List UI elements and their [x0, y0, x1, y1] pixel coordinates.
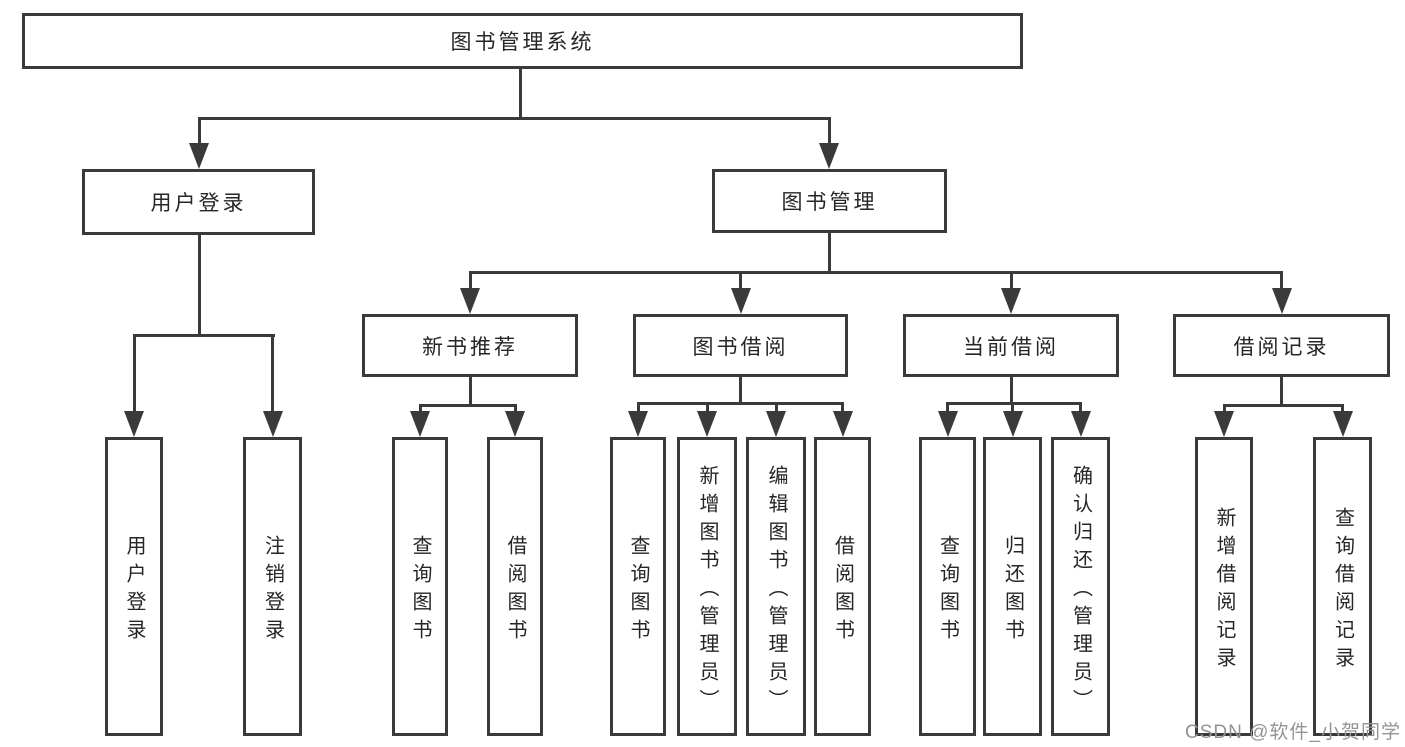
node-new-book-recommend: 新书推荐 [362, 314, 578, 377]
connector-hline [636, 401, 844, 405]
leaf-label: 用户登录 [123, 534, 145, 647]
node-label: 新书推荐 [422, 335, 518, 359]
leaf-label: 查询图书 [409, 534, 431, 647]
arrow-down-icon [766, 411, 786, 437]
connector-vline [841, 402, 844, 413]
node-book-management: 图书管理 [712, 169, 947, 233]
connector-vline [513, 405, 517, 413]
node-current-borrowing: 当前借阅 [903, 314, 1119, 377]
node-label: 借阅记录 [1233, 335, 1330, 359]
arrow-down-icon [1070, 411, 1091, 437]
leaf-borrow-books: 借阅图书 [814, 437, 871, 736]
node-label: 图书管理系统 [450, 31, 595, 54]
leaf-borrow-books-recommend: 借阅图书 [487, 437, 543, 736]
leaf-edit-book-admin: 编辑图书（管理员） [746, 437, 806, 736]
node-library-system: 图书管理系统 [22, 13, 1023, 69]
connector-vline [271, 334, 274, 413]
connector-vline [827, 117, 831, 146]
arrow-down-icon [1001, 288, 1021, 314]
node-label: 当前借阅 [963, 335, 1059, 359]
leaf-query-borrow-record: 查询借阅记录 [1313, 437, 1372, 736]
connector-hline [197, 116, 831, 120]
leaf-label: 查询图书 [936, 534, 959, 647]
connector-vline [739, 376, 742, 404]
connector-vline [636, 402, 640, 413]
node-label: 图书管理 [781, 191, 878, 214]
leaf-add-borrow-record: 新增借阅记录 [1195, 437, 1253, 736]
arrow-down-icon [937, 411, 958, 437]
arrow-down-icon [832, 411, 853, 437]
connector-vline [1280, 376, 1283, 406]
connector-vline [1009, 376, 1013, 404]
leaf-user-login: 用户登录 [105, 437, 163, 736]
arrow-down-icon [124, 411, 144, 437]
arrow-down-icon [1332, 411, 1353, 437]
leaf-label: 查询图书 [627, 534, 649, 647]
leaf-label: 新增图书（管理员） [696, 464, 718, 717]
leaf-query-books-current: 查询图书 [919, 437, 976, 736]
connector-hline [946, 401, 1082, 405]
connector-vline [1280, 271, 1283, 290]
connector-vline [1341, 405, 1344, 413]
connector-hline [468, 270, 1283, 274]
leaf-label: 编辑图书（管理员） [765, 464, 787, 717]
node-book-borrowing: 图书借阅 [633, 314, 848, 377]
arrow-down-icon [1214, 411, 1234, 437]
leaf-return-books: 归还图书 [983, 437, 1042, 736]
connector-vline [774, 402, 778, 413]
leaf-label: 查询借阅记录 [1331, 506, 1354, 675]
arrow-down-icon [189, 143, 209, 169]
arrow-down-icon [262, 411, 283, 437]
arrow-down-icon [697, 411, 717, 437]
connector-vline [946, 402, 949, 413]
arrow-down-icon [628, 411, 648, 437]
leaf-logout: 注销登录 [243, 437, 302, 736]
connector-hline [132, 333, 275, 337]
leaf-label: 确认归还（管理员） [1069, 464, 1092, 717]
leaf-label: 借阅图书 [504, 534, 526, 647]
connector-vline [1079, 402, 1082, 413]
connector-vline [518, 69, 522, 119]
connector-vline [1222, 405, 1226, 413]
connector-vline [468, 271, 472, 290]
csdn-watermark: CSDN @软件_小贺同学 [1185, 722, 1401, 743]
leaf-query-books-recommend: 查询图书 [392, 437, 448, 736]
leaf-confirm-return-admin: 确认归还（管理员） [1051, 437, 1110, 736]
leaf-label: 注销登录 [261, 534, 284, 647]
leaf-add-book-admin: 新增图书（管理员） [677, 437, 737, 736]
arrow-down-icon [1002, 411, 1023, 437]
arrow-down-icon [505, 411, 525, 437]
connector-vline [705, 402, 709, 413]
arrow-down-icon [819, 143, 839, 169]
arrow-down-icon [730, 288, 751, 314]
arrow-down-icon [410, 411, 430, 437]
leaf-label: 归还图书 [1001, 534, 1024, 647]
connector-vline [1011, 402, 1014, 413]
connector-vline [418, 405, 422, 413]
arrow-down-icon [460, 288, 480, 314]
connector-vline [132, 334, 136, 413]
connector-vline [827, 232, 831, 273]
node-label: 用户登录 [150, 192, 247, 215]
arrow-down-icon [1271, 288, 1292, 314]
connector-vline [197, 234, 201, 336]
connector-vline [1009, 271, 1013, 290]
connector-vline [468, 376, 472, 406]
node-label: 图书借阅 [692, 335, 789, 359]
connector-vline [739, 271, 742, 290]
node-user-login: 用户登录 [82, 169, 315, 235]
node-borrowing-records: 借阅记录 [1173, 314, 1390, 377]
leaf-label: 借阅图书 [831, 534, 854, 647]
connector-hline [1222, 404, 1344, 407]
connector-vline [197, 117, 201, 146]
leaf-label: 新增借阅记录 [1213, 506, 1235, 675]
leaf-query-books-borrowing: 查询图书 [610, 437, 666, 736]
connector-hline [418, 404, 517, 407]
